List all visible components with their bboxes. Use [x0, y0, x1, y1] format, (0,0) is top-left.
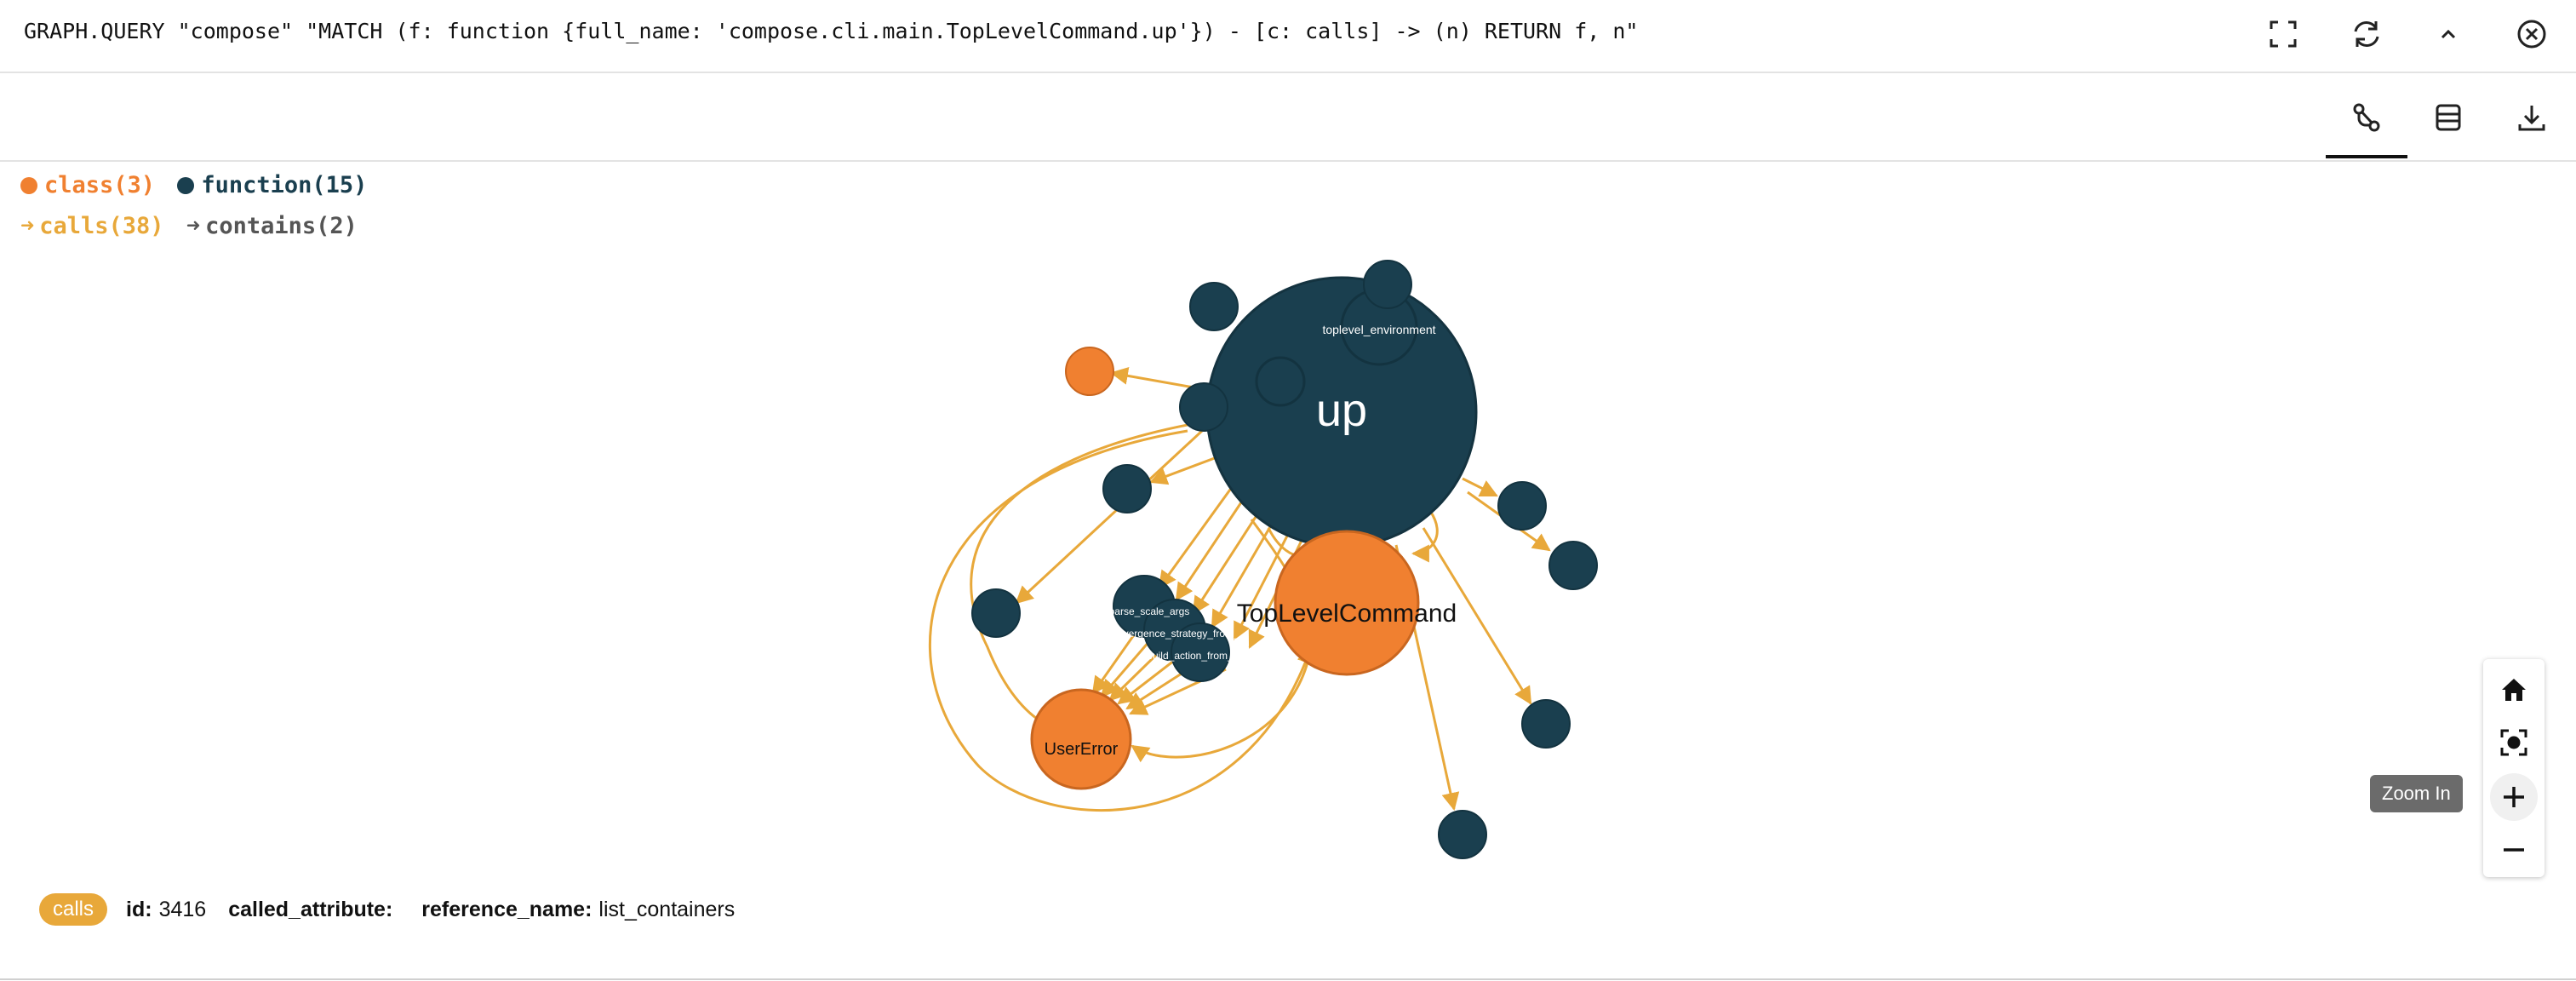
detail-reference-name: reference_name:list_containers	[421, 897, 736, 921]
view-toolbar	[0, 73, 2576, 162]
node-function[interactable]	[1363, 260, 1412, 309]
node-function[interactable]	[1548, 541, 1598, 590]
query-header: GRAPH.QUERY "compose" "MATCH (f: functio…	[0, 0, 2576, 73]
edge[interactable]	[1015, 429, 1204, 605]
node-function[interactable]	[1179, 382, 1228, 432]
fullscreen-icon[interactable]	[2259, 10, 2307, 58]
node-label-toplevel-environment: toplevel_environment	[1322, 323, 1435, 336]
nodes: up toplevel_environment parse_scale_args…	[971, 260, 1598, 859]
node-function[interactable]	[1497, 481, 1547, 531]
collapse-icon[interactable]	[2424, 10, 2472, 58]
edge[interactable]	[1462, 477, 1498, 497]
download-icon[interactable]	[2508, 94, 2556, 141]
node-function[interactable]	[1102, 464, 1152, 513]
legend-contains[interactable]: ➜contains(2)	[186, 213, 358, 239]
node-class[interactable]	[1065, 347, 1114, 396]
zoom-in-tooltip: Zoom In	[2370, 775, 2463, 812]
edge-details: calls id:3416 called_attribute: referenc…	[39, 891, 757, 928]
detail-called-attribute: called_attribute:	[228, 897, 393, 921]
edge[interactable]	[1422, 527, 1532, 705]
node-usererror[interactable]	[1030, 688, 1132, 790]
zoom-controls	[2483, 659, 2545, 877]
relationship-badge[interactable]: calls	[39, 893, 108, 926]
node-label-usererror: UserError	[1045, 740, 1119, 759]
center-focus-icon[interactable]	[2490, 719, 2538, 766]
node-label-convergence: convergence_strategy_from_	[1107, 628, 1239, 640]
zoom-in-icon[interactable]	[2490, 773, 2538, 821]
node-label-build-action: build_action_from_	[1147, 650, 1234, 662]
node-label-toplevelcommand: TopLevelCommand	[1237, 600, 1457, 628]
class-dot-icon	[20, 177, 37, 194]
table-view-icon[interactable]	[2424, 94, 2472, 141]
graph-view-icon[interactable]	[2343, 94, 2390, 141]
function-dot-icon	[177, 177, 195, 194]
detail-id: id:3416	[126, 897, 207, 921]
refresh-icon[interactable]	[2343, 10, 2390, 58]
node-label-parse-scale-args: parse_scale_args	[1109, 605, 1190, 617]
bottom-border	[0, 978, 2576, 980]
node-build-action[interactable]	[1171, 622, 1230, 682]
node-function[interactable]	[1255, 356, 1306, 407]
node-legend: class(3) function(15)	[20, 172, 375, 198]
close-icon[interactable]	[2508, 10, 2556, 58]
node-function[interactable]	[1521, 699, 1571, 749]
node-label-up: up	[1316, 385, 1367, 436]
zoom-out-icon[interactable]	[2490, 826, 2538, 874]
edge[interactable]	[928, 429, 1314, 812]
node-function[interactable]	[1438, 810, 1487, 859]
edge[interactable]	[1411, 510, 1439, 563]
legend-class[interactable]: class(3)	[20, 172, 155, 198]
node-function[interactable]	[971, 588, 1021, 638]
node-function[interactable]	[1189, 282, 1239, 331]
arrow-icon: ➜	[186, 213, 201, 239]
home-icon[interactable]	[2490, 666, 2538, 714]
edge[interactable]	[1149, 455, 1220, 485]
active-tab-indicator	[2326, 155, 2407, 158]
edge[interactable]	[1131, 646, 1313, 763]
query-text: GRAPH.QUERY "compose" "MATCH (f: functio…	[24, 19, 1639, 43]
arrow-icon: ➜	[20, 213, 35, 239]
legend-function[interactable]: function(15)	[177, 172, 367, 198]
edge-up-class[interactable]	[1109, 366, 1199, 390]
legend-calls[interactable]: ➜calls(38)	[20, 213, 164, 239]
edge[interactable]	[1233, 515, 1299, 640]
edge[interactable]	[1158, 483, 1236, 589]
relationship-legend: ➜calls(38) ➜contains(2)	[20, 213, 366, 239]
node-toplevelcommand[interactable]	[1274, 530, 1420, 676]
edge[interactable]	[1175, 491, 1250, 601]
graph-canvas[interactable]: up toplevel_environment parse_scale_args…	[0, 162, 2576, 860]
